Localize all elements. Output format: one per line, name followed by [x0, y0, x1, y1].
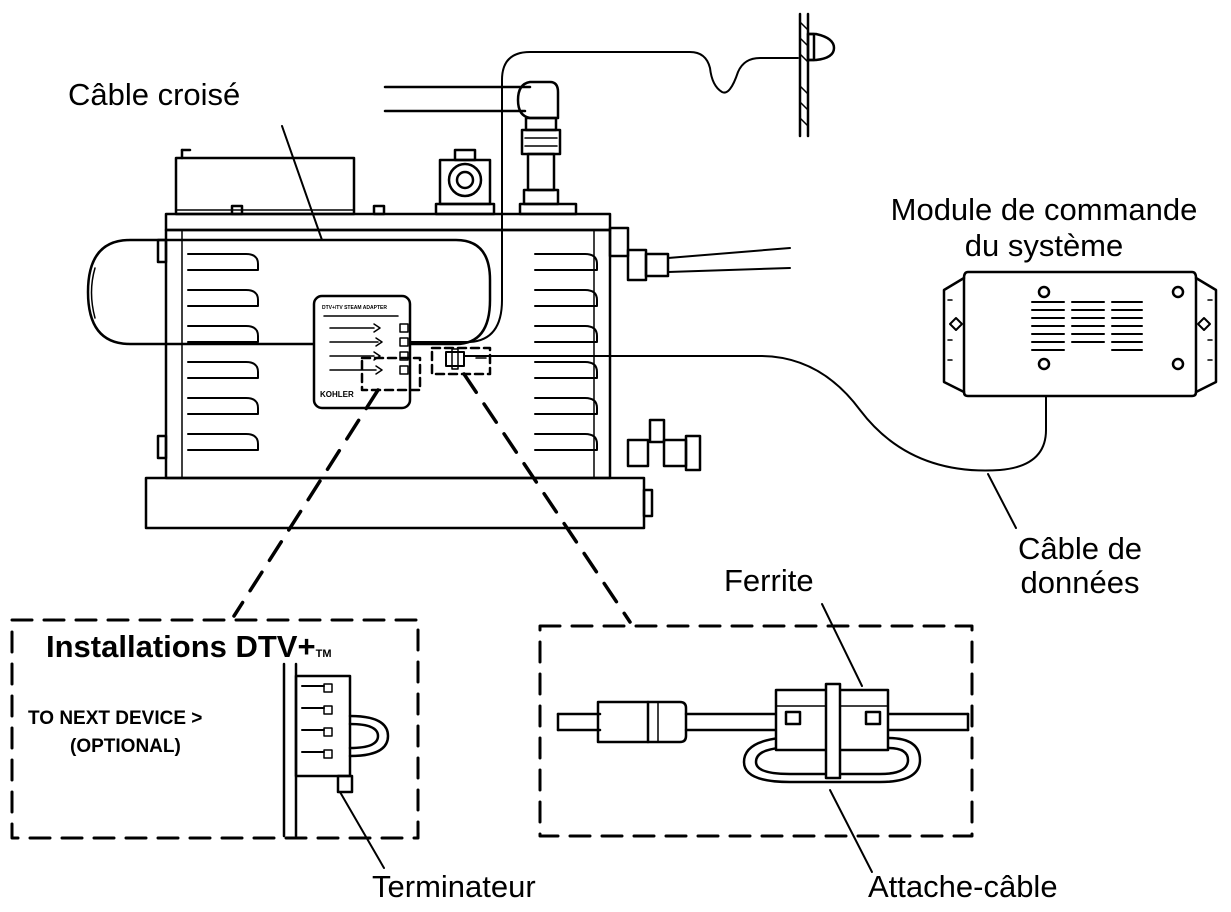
wall-steam-head: [798, 12, 836, 138]
zoom-line-right: [462, 372, 632, 624]
control-module-label-line2: du système: [964, 228, 1124, 263]
ferrite-leader: [821, 603, 863, 687]
control-module-label-line1: Module de commande: [890, 192, 1198, 227]
data-cable-leader: [987, 473, 1017, 529]
data-cable-label-line2: données: [1020, 565, 1140, 600]
terminator-plug: [282, 662, 390, 838]
crossover-leader: [281, 125, 323, 241]
cable-tie-label: Attache-câble: [868, 869, 1058, 904]
to-next-device-label: TO NEXT DEVICE >: [28, 708, 203, 729]
adapter-header-text: DTV+/TV STEAM ADAPTER: [322, 305, 387, 311]
system-control-module: [942, 270, 1218, 398]
terminator-label: Terminateur: [372, 869, 536, 904]
crossover-cable: [86, 238, 492, 346]
optional-label: (OPTIONAL): [70, 736, 181, 757]
data-cable: [463, 355, 1047, 472]
ferrite-assembly: [556, 682, 970, 784]
trademark-mark: TM: [315, 648, 332, 660]
sensor-wire: [407, 51, 799, 343]
steam-adapter-panel: [312, 294, 412, 410]
crossover-cable-label: Câble croisé: [68, 77, 241, 112]
adapter-brand-text: KOHLER: [320, 390, 354, 399]
terminator-inset: [10, 618, 420, 840]
zoom-line-left: [232, 388, 380, 618]
data-cable-label-line1: Câble de: [1017, 531, 1143, 566]
steam-pipe: [383, 80, 562, 206]
ferrite-callout: [430, 346, 492, 376]
inset-title-text: Installations DTV+: [46, 629, 316, 664]
cable-tie-leader: [829, 789, 873, 873]
terminator-leader: [339, 791, 385, 869]
inset-title: Installations DTV+TM: [46, 629, 332, 664]
terminator-callout: [360, 356, 422, 392]
ferrite-label: Ferrite: [724, 563, 814, 598]
steam-generator: [144, 148, 791, 530]
